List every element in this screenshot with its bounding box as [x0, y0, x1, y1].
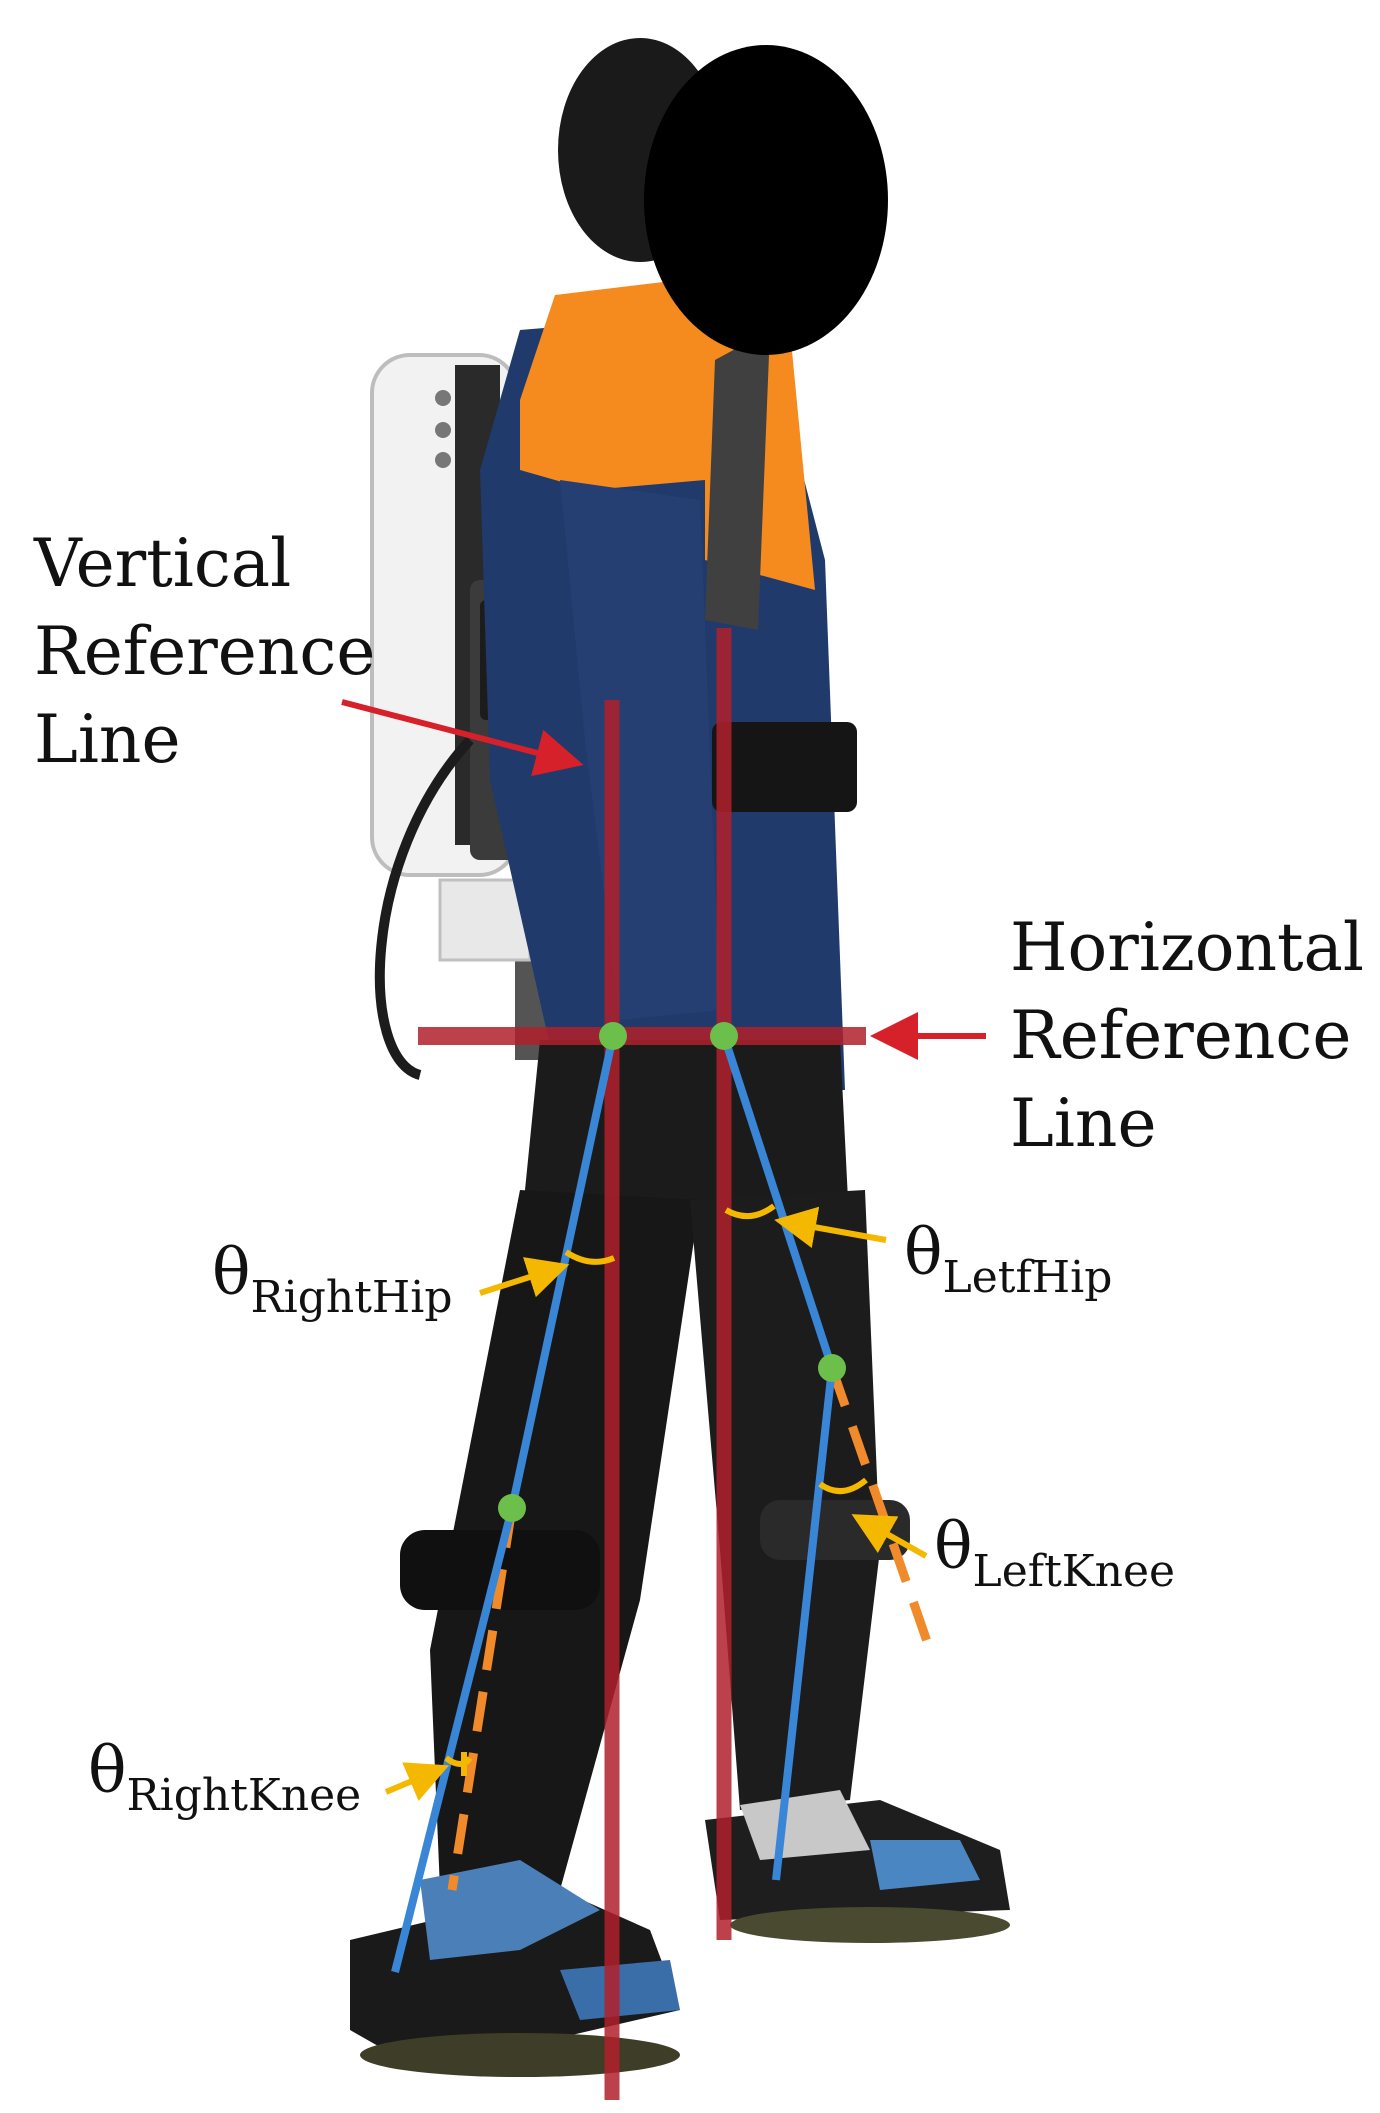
- right-knee-arc: [444, 1755, 473, 1767]
- horizontal-label-line-1: Horizontal: [1010, 909, 1364, 986]
- theta-symbol: θ: [88, 1734, 127, 1808]
- theta-symbol: θ: [934, 1510, 973, 1584]
- theta-right-knee-label: θRightKnee: [88, 1736, 361, 1831]
- vertical-label-line-2: Reference: [34, 613, 376, 690]
- vertical-reference-label: Vertical Reference Line: [34, 520, 375, 784]
- horizontal-reference-label: Horizontal Reference Line: [1010, 904, 1364, 1168]
- left-hip-arrow: [774, 1206, 887, 1248]
- left-thigh-segment: [720, 1034, 836, 1370]
- horizontal-label-line-2: Reference: [1010, 997, 1352, 1074]
- right-knee-joint: [498, 1494, 526, 1522]
- left-knee-joint: [818, 1354, 846, 1382]
- theta-subscript: RightKnee: [126, 1770, 362, 1821]
- theta-right-hip-label: θRightHip: [212, 1238, 453, 1333]
- horizontal-label-line-3: Line: [1010, 1085, 1157, 1162]
- right-knee-arrow: [384, 1762, 450, 1802]
- vertical-label-line-1: Vertical: [34, 525, 292, 602]
- left-hip-joint: [710, 1022, 738, 1050]
- extension-lines: [447, 1366, 935, 1891]
- angle-arcs: [444, 1203, 868, 1776]
- left-knee-arrow: [851, 1514, 928, 1559]
- right-hip-arrow: [479, 1257, 570, 1298]
- right-hip-joint: [599, 1022, 627, 1050]
- annotation-arrows: [341, 699, 986, 1802]
- left-shank-segment: [772, 1367, 836, 1881]
- vertical-label-line-3: Line: [34, 701, 181, 778]
- reference-lines: [418, 628, 866, 2100]
- theta-subscript: RightHip: [250, 1272, 453, 1323]
- segment-lines: [391, 1034, 836, 1973]
- right-thigh-extension: [447, 1507, 517, 1891]
- theta-subscript: LeftKnee: [972, 1546, 1176, 1597]
- joint-dots: [498, 1022, 846, 1522]
- left-hip-arc: [724, 1203, 776, 1219]
- left-thigh-extension: [827, 1366, 935, 1652]
- theta-symbol: θ: [212, 1236, 251, 1310]
- theta-left-knee-label: θLeftKnee: [934, 1512, 1175, 1607]
- right-shank-segment: [391, 1507, 516, 1973]
- theta-symbol: θ: [904, 1216, 943, 1290]
- theta-subscript: LetfHip: [942, 1252, 1113, 1303]
- right-hip-arc: [564, 1249, 616, 1265]
- vertical-ref-arrow: [341, 699, 584, 777]
- theta-left-hip-label: θLetfHip: [904, 1218, 1112, 1313]
- face-mask: [644, 45, 888, 355]
- left-knee-arc: [818, 1477, 868, 1494]
